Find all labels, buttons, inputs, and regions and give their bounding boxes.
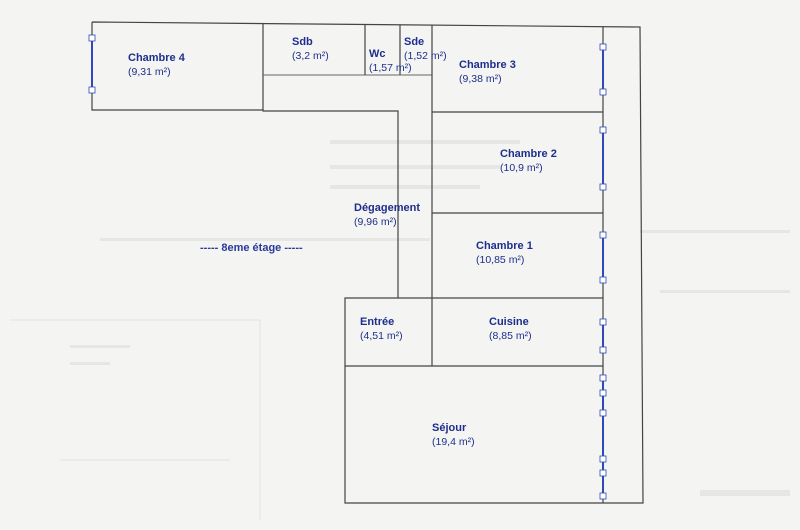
room-chambre4-area: (9,31 m²) xyxy=(128,66,171,78)
room-wc-area: (1,57 m²) xyxy=(369,62,412,74)
room-chambre1-name: Chambre 1 xyxy=(476,240,533,252)
room-sejour-area: (19,4 m²) xyxy=(432,436,475,448)
window-cuisine xyxy=(599,318,607,354)
room-chambre2-area: (10,9 m²) xyxy=(500,162,543,174)
room-degagement-area: (9,96 m²) xyxy=(354,216,397,228)
room-sdb-name: Sdb xyxy=(292,36,313,48)
window-chambre2 xyxy=(599,126,607,191)
windows xyxy=(88,34,607,500)
room-chambre1-area: (10,85 m²) xyxy=(476,254,524,266)
floor-label: ----- 8eme étage ----- xyxy=(200,242,303,254)
outer-wall xyxy=(91,21,644,504)
room-chambre4-name: Chambre 4 xyxy=(128,52,186,64)
room-labels: Chambre 4 (9,31 m²) Sdb (3,2 m²) Wc (1,5… xyxy=(128,36,557,448)
room-sejour-name: Séjour xyxy=(432,422,467,434)
room-chambre3-area: (9,38 m²) xyxy=(459,73,502,85)
room-cuisine-name: Cuisine xyxy=(489,316,529,328)
room-entree-area: (4,51 m²) xyxy=(360,330,403,342)
room-chambre2-name: Chambre 2 xyxy=(500,148,557,160)
room-sdb-area: (3,2 m²) xyxy=(292,50,329,62)
room-wc-name: Wc xyxy=(369,48,386,60)
walls xyxy=(91,21,644,504)
room-entree-name: Entrée xyxy=(360,316,394,328)
window-chambre3 xyxy=(599,43,607,96)
room-sde-area: (1,52 m²) xyxy=(404,50,447,62)
room-sde-name: Sde xyxy=(404,36,424,48)
room-degagement-name: Dégagement xyxy=(354,202,420,214)
background-artifacts xyxy=(10,140,790,520)
window-chambre1 xyxy=(599,231,607,284)
room-chambre3-name: Chambre 3 xyxy=(459,59,516,71)
window-chambre4 xyxy=(88,34,96,94)
room-cuisine-area: (8,85 m²) xyxy=(489,330,532,342)
window-sejour xyxy=(599,374,607,500)
